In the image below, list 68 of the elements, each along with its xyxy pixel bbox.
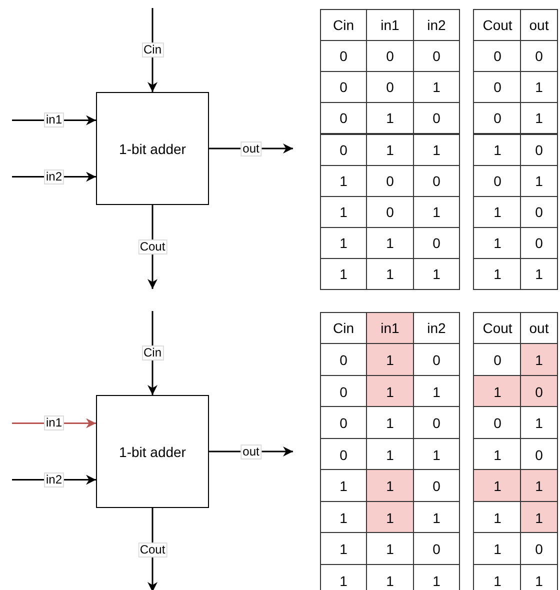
table-cell: 0 [520,227,558,259]
edge-label: Cin [142,346,164,360]
arrow [209,144,293,154]
table-cell: 1 [413,258,460,290]
table-cell: 1 [473,134,522,166]
column-header: in2 [413,9,460,41]
table-cell: 1 [520,71,558,103]
arrow [12,474,96,485]
adder-block [96,92,209,205]
column-header: Cout [473,9,522,41]
table-cell: 0 [473,102,522,134]
column-header: out [520,312,558,344]
column-header: in2 [413,312,460,344]
edge-label: in2 [44,169,64,184]
column-header: Cin [320,9,367,41]
table-cell: 1 [520,469,558,502]
arrow [12,115,96,126]
table-cell: 1 [473,469,522,502]
table-cell: 1 [413,134,460,166]
table-cell: 0 [413,469,460,502]
table-cell: 1 [520,165,558,197]
table-cell: 1 [520,501,558,534]
table-cell: 0 [320,102,367,134]
column-header: Cout [473,312,522,344]
table-cell: 1 [473,258,522,290]
table-cell: 1 [520,343,558,376]
column-header: in1 [366,312,414,344]
table-cell: 1 [520,102,558,134]
column-header: Cin [320,312,367,344]
edge-label: Cout [138,240,168,254]
table-cell: 0 [520,438,558,471]
table-cell: 0 [413,102,460,134]
table-cell: 1 [366,375,414,408]
edge-label: in1 [44,112,64,128]
table-cell: 0 [520,40,558,72]
table-cell: 1 [520,258,558,290]
table-cell: 1 [366,343,414,376]
table-cell: 1 [473,532,522,565]
table-cell: 0 [320,134,367,166]
arrow [12,418,96,428]
table-cell: 1 [366,469,414,502]
column-header: out [520,9,558,41]
table-cell: 0 [413,406,460,439]
block-label: 1-bit adder [119,140,186,156]
table-cell: 1 [320,532,367,565]
table-cell: 1 [473,375,522,408]
table-cell: 0 [520,134,558,166]
edge-label: in1 [44,416,64,431]
edge-label: out [240,141,262,156]
table-cell: 0 [473,406,522,439]
table-cell: 1 [320,258,367,290]
table-cell: 1 [320,469,367,502]
table-cell: 0 [520,375,558,408]
table-cell: 1 [520,406,558,439]
edge-label: Cout [138,542,168,558]
table-cell: 1 [520,564,558,590]
block-label: 1-bit adder [119,444,186,460]
table-cell: 0 [520,532,558,565]
edge-label: Cin [142,42,164,58]
table-cell: 0 [320,406,367,439]
edge-label: in2 [44,472,64,488]
table-cell: 0 [413,532,460,565]
arrow [12,172,96,182]
edge-label: out [240,444,262,459]
table-cell: 0 [520,196,558,228]
adder-block [96,395,209,508]
table-cell: 1 [366,501,414,534]
arrow [209,446,293,456]
